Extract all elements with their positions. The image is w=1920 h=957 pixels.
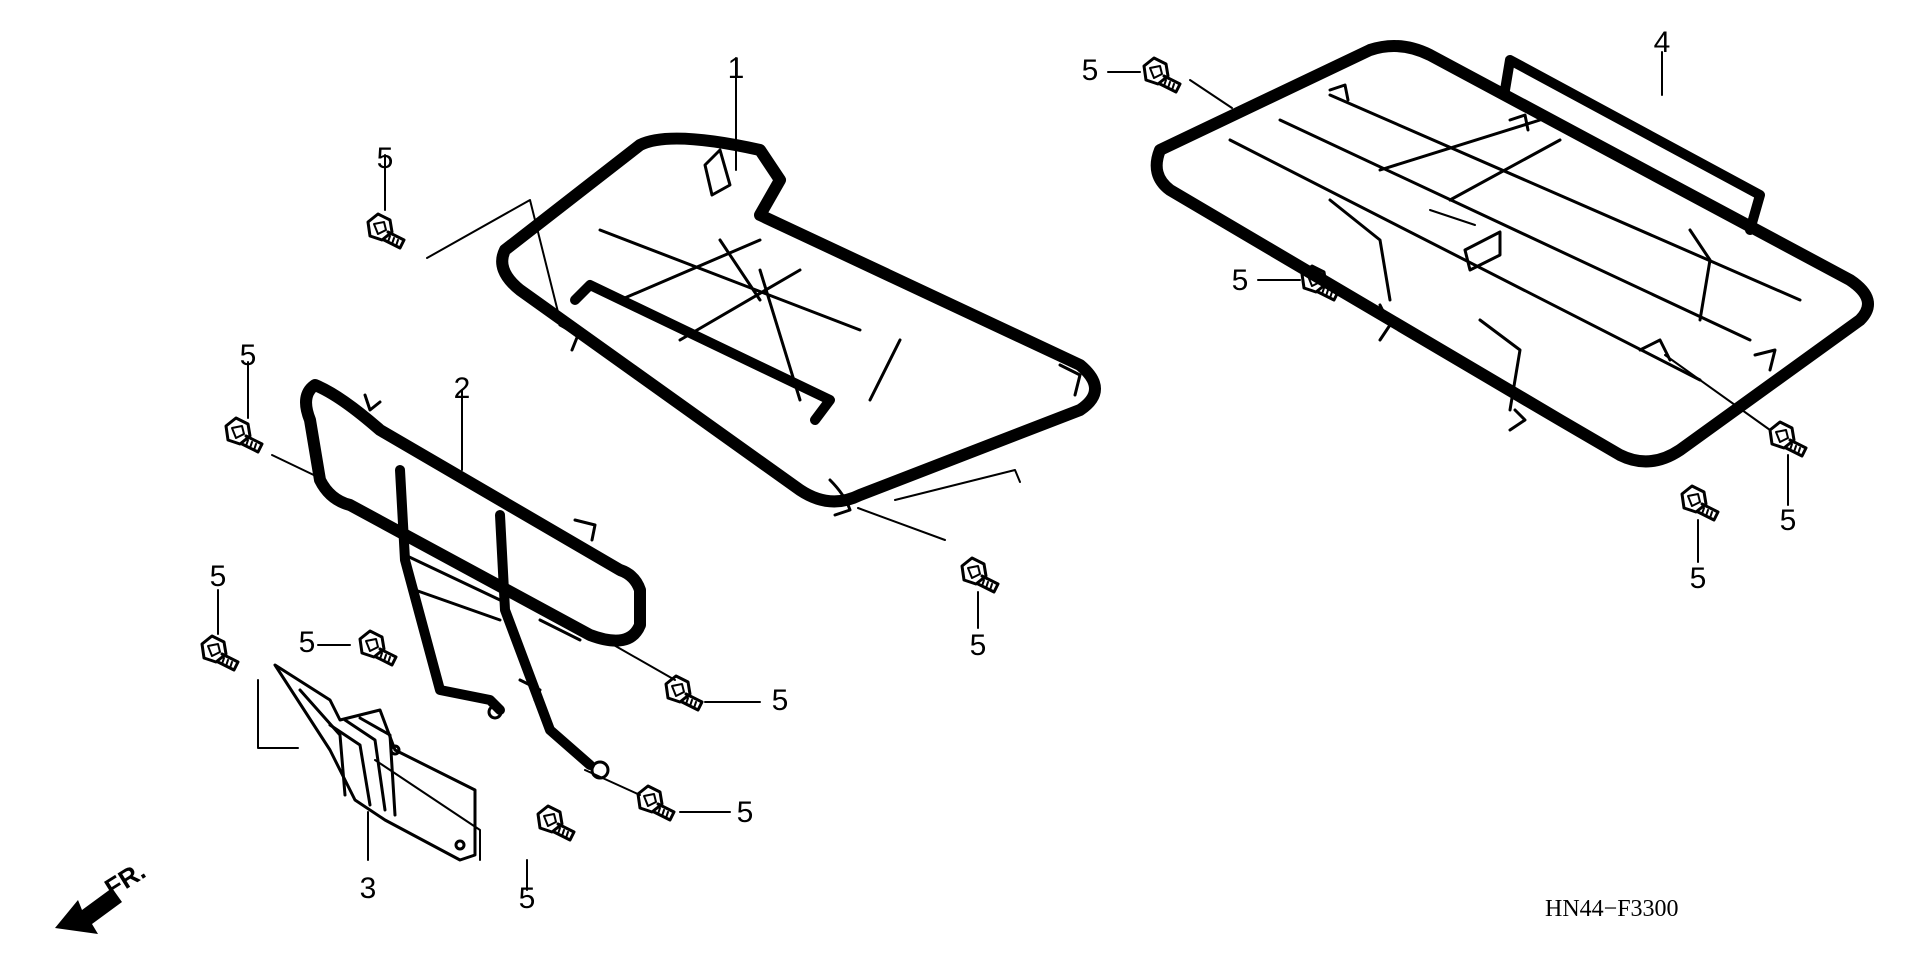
bolt-icon: [636, 784, 676, 822]
bolt-icon: [960, 556, 1000, 594]
front-arrow-icon: [55, 888, 122, 934]
rear-rack-part-4: [1150, 40, 1874, 468]
bolt-number-label: 5: [772, 684, 789, 717]
bolt-number-label: 5: [519, 882, 536, 915]
bolt-number-label: 5: [1232, 264, 1249, 297]
bolt-number-label: 5: [240, 339, 257, 372]
leader-line: [1664, 354, 1771, 431]
diagram-code: HN44−F3300: [1545, 896, 1679, 922]
bolt-number-label: 5: [737, 796, 754, 829]
leader-line: [894, 469, 1021, 501]
leader-line: [426, 199, 561, 321]
bolt-number-label: 5: [210, 560, 227, 593]
rear-carrier-part-1: [496, 132, 1101, 517]
bolt-number-label: 5: [377, 142, 394, 175]
front-bumper-part-2: [300, 379, 646, 780]
part-number-label: 3: [360, 872, 377, 905]
leader-line: [584, 769, 641, 796]
leader-line: [1189, 79, 1233, 109]
part-number-label: 2: [454, 372, 471, 405]
part-number-label: 4: [1654, 26, 1671, 59]
bolt-number-label: 5: [299, 626, 316, 659]
leader-line: [257, 679, 299, 749]
bolt-number-label: 5: [1780, 504, 1797, 537]
leader-line: [604, 639, 676, 681]
front-direction-indicator: FR.: [55, 855, 151, 934]
leader-line: [857, 507, 946, 541]
bolt-icon: [664, 674, 704, 712]
bolt-number-label: 5: [1082, 54, 1099, 87]
bolt-icon: [1768, 420, 1808, 458]
bolt-number-label: 5: [970, 629, 987, 662]
bolt-icon: [1142, 56, 1182, 94]
bolt-icon: [358, 629, 398, 667]
leader-line: [374, 759, 481, 861]
leader-line: [271, 454, 321, 479]
bolt-icon: [1680, 484, 1720, 522]
bolt-number-label: 5: [1690, 562, 1707, 595]
bolt-icon: [224, 416, 264, 454]
bolt-icon: [536, 804, 576, 842]
part-number-label: 1: [728, 52, 745, 85]
skid-plate-part-3: [273, 663, 477, 862]
bolt-icon: [366, 212, 406, 250]
bolt-icon: [200, 634, 240, 672]
leader-line: [1429, 209, 1476, 226]
